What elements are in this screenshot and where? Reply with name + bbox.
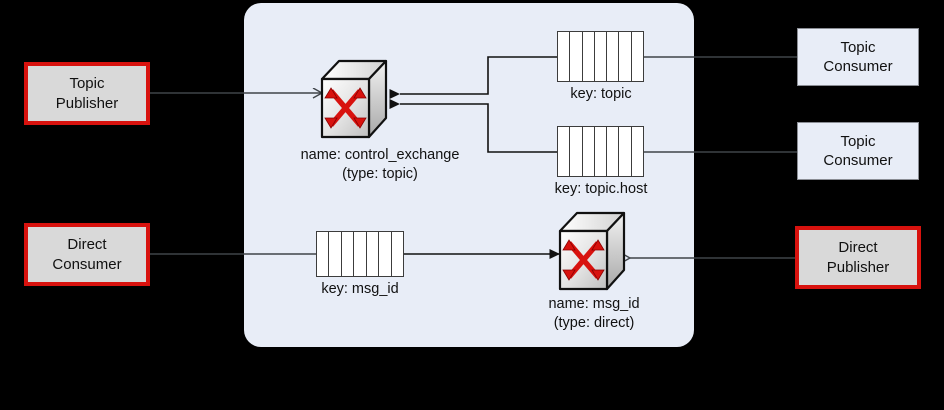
queue-cell xyxy=(632,32,643,81)
topic-consumer-box-2[interactable]: Topic Consumer xyxy=(797,122,919,180)
queue-cell xyxy=(558,32,571,81)
topic-publisher-box[interactable]: Topic Publisher xyxy=(24,62,150,125)
queue-caption-topic-host: key: topic.host xyxy=(554,181,648,197)
exchange-icon[interactable] xyxy=(556,210,628,292)
queue-cell xyxy=(632,127,643,176)
queue-glyph[interactable] xyxy=(557,126,644,177)
queue-cell xyxy=(354,232,367,276)
queue-cell xyxy=(329,232,342,276)
queue-cell xyxy=(607,127,620,176)
queue-cell xyxy=(595,127,608,176)
queue-cell xyxy=(392,232,403,276)
queue-caption-msg-id: key: msg_id xyxy=(321,281,399,297)
queue-cell xyxy=(558,127,571,176)
queue-cell xyxy=(583,127,595,176)
queue-cell xyxy=(317,232,330,276)
queue-cell xyxy=(570,32,583,81)
queue-glyph[interactable] xyxy=(557,31,644,82)
queue-cell xyxy=(379,232,392,276)
queue-caption-topic: key: topic xyxy=(570,86,632,102)
queue-cell xyxy=(595,32,608,81)
queue-cell xyxy=(607,32,620,81)
queue-cell xyxy=(619,32,632,81)
queue-cell xyxy=(619,127,632,176)
direct-publisher-box[interactable]: Direct Publisher xyxy=(795,226,921,289)
queue-glyph[interactable] xyxy=(316,231,404,277)
queue-cell xyxy=(583,32,595,81)
queue-cell xyxy=(342,232,355,276)
topic-consumer-box-1[interactable]: Topic Consumer xyxy=(797,28,919,86)
exchange-icon[interactable] xyxy=(318,58,390,140)
queue-cell xyxy=(367,232,380,276)
exchange-caption-msg-id: name: msg_id (type: direct) xyxy=(548,296,640,331)
direct-consumer-box[interactable]: Direct Consumer xyxy=(24,223,150,286)
queue-cell xyxy=(570,127,583,176)
exchange-caption-control: name: control_exchange (type: topic) xyxy=(300,147,460,182)
